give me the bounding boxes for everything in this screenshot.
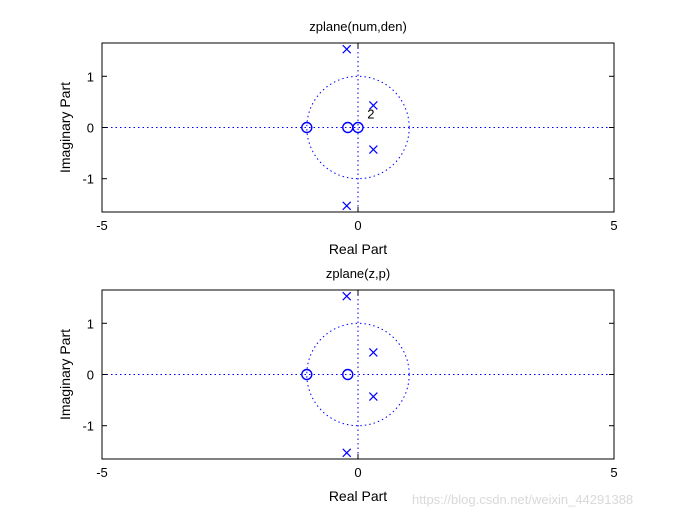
pole-marker <box>342 291 352 301</box>
x-tick-label: 0 <box>354 465 361 480</box>
y-tick-label: 0 <box>87 121 94 136</box>
zero-marker <box>352 121 364 134</box>
pole-marker <box>342 201 352 211</box>
y-tick-label: 0 <box>87 368 94 383</box>
y-tick-label: 1 <box>87 316 94 331</box>
pole-marker <box>368 392 378 401</box>
x-tick-label: 0 <box>354 218 361 233</box>
x-tick-label: 5 <box>610 218 617 233</box>
x-tick-label: -5 <box>96 465 108 480</box>
y-axis-label: Imaginary Part <box>57 82 73 173</box>
unit-circle <box>306 322 410 427</box>
y-tick-label: -1 <box>82 419 94 434</box>
y-tick-label: -1 <box>82 172 94 187</box>
multiplicity-label: 2 <box>367 106 374 121</box>
x-tick-label: -5 <box>96 218 108 233</box>
x-tick-label: 5 <box>610 465 617 480</box>
zero-marker <box>342 121 354 134</box>
watermark-text: https://blog.csdn.net/weixin_44291388 <box>412 492 634 507</box>
zero-marker <box>301 121 313 134</box>
pole-marker <box>342 44 352 54</box>
pole-marker <box>342 448 352 458</box>
pole-marker <box>368 101 378 110</box>
pole-marker <box>368 145 378 154</box>
unit-circle <box>306 75 410 180</box>
y-axis-label: Imaginary Part <box>57 329 73 420</box>
chart-title: zplane(z,p) <box>326 266 390 281</box>
pole-marker <box>368 348 378 357</box>
x-axis-label: Real Part <box>329 241 387 257</box>
y-tick-label: 1 <box>87 69 94 84</box>
zero-marker <box>342 368 354 381</box>
x-axis-label: Real Part <box>329 488 387 504</box>
zero-marker <box>301 368 313 381</box>
chart-title: zplane(num,den) <box>309 19 407 34</box>
